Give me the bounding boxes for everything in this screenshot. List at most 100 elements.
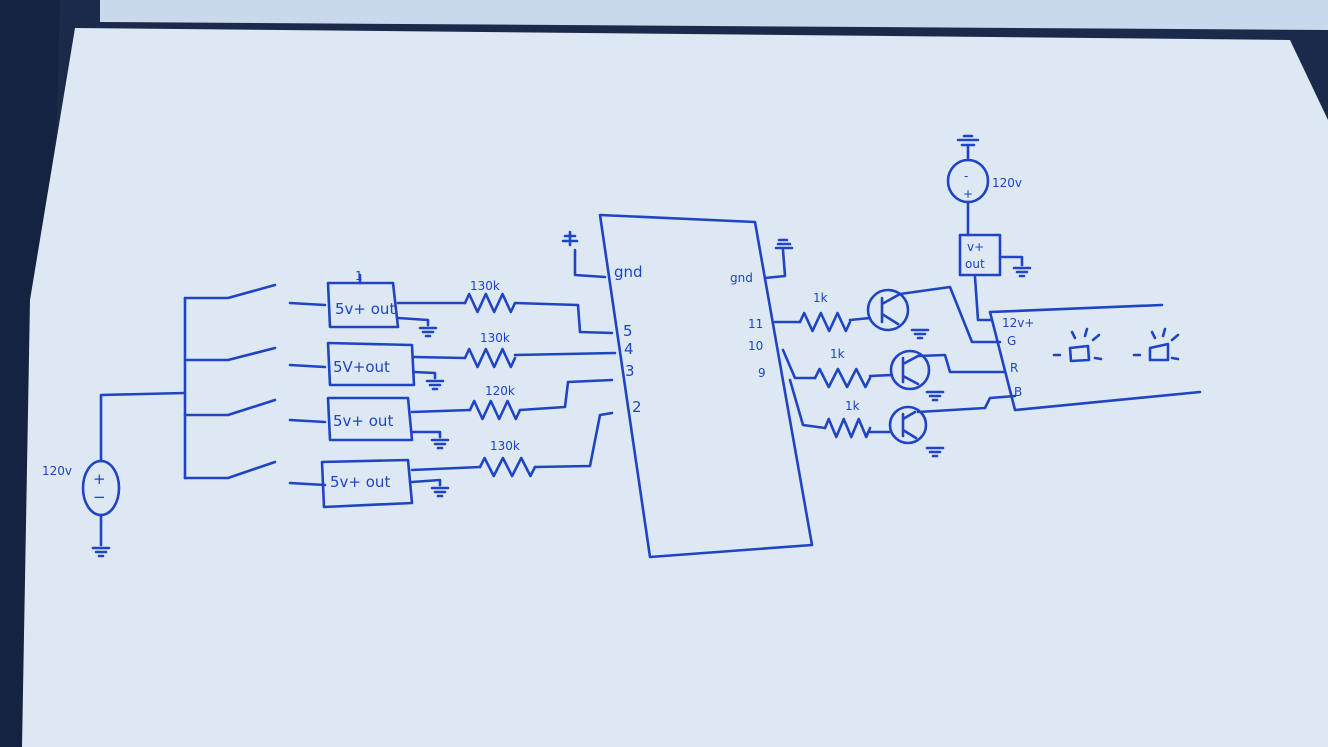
wire	[410, 408, 472, 414]
out-resistor-3-label: 1k	[845, 399, 860, 413]
collector-g-wire	[898, 285, 1002, 344]
ic-pin-5: 5	[623, 322, 633, 340]
main-source-label: 120v	[42, 464, 72, 478]
ic-pin-3: 3	[625, 362, 635, 380]
resistor-1k-1	[798, 311, 852, 333]
source-plus-sign: +	[93, 470, 106, 488]
regulator-1-label: 5v+ out	[335, 300, 395, 318]
regulator-gnd-wire-2	[412, 370, 437, 380]
switch-4	[183, 460, 327, 487]
paper-sheet	[22, 28, 1328, 747]
ground-symbol	[910, 328, 930, 340]
led-strip-pin-g: G	[1007, 334, 1016, 348]
led-regulator-line2: out	[965, 257, 985, 271]
resistor-130k-4	[478, 456, 537, 478]
transistor-leads	[901, 354, 920, 386]
ground-symbol	[925, 390, 945, 402]
collector-b-wire	[916, 394, 1017, 414]
switch-2	[183, 346, 327, 369]
led-chip-2	[1148, 342, 1170, 362]
transistor-green	[866, 288, 910, 332]
ic-pin-2: 2	[632, 398, 642, 416]
led-1-glow	[1052, 327, 1103, 361]
wire	[513, 301, 614, 335]
transistor-leads	[880, 292, 902, 326]
regulator-box-3	[326, 396, 414, 442]
regulator-3-label: 5v+ out	[333, 412, 393, 430]
led-chip-1	[1068, 344, 1091, 363]
source-wire	[99, 391, 187, 463]
led-source-ground	[956, 134, 980, 162]
resistor-4-label: 130k	[490, 439, 520, 453]
resistor-130k-2	[463, 347, 517, 369]
resistor-1k-3	[823, 417, 872, 439]
led-source-label: 120v	[992, 176, 1022, 190]
regulator-4-label: 5v+ out	[330, 473, 390, 491]
wire	[998, 255, 1024, 267]
ic-gnd-wire-left	[573, 248, 607, 279]
ground-symbol	[561, 230, 579, 247]
led-regulator-line1: v+	[967, 240, 984, 254]
led-strip-pin-b: B	[1014, 385, 1022, 399]
resistor-1-label: 130k	[470, 279, 500, 293]
out-resistor-2-label: 1k	[830, 347, 845, 361]
wire	[848, 316, 872, 322]
ic-pin-4: 4	[624, 340, 634, 358]
ic-gnd-left-label: gnd	[614, 263, 643, 281]
led-strip-supply-label: 12v+	[1002, 316, 1034, 330]
wire	[533, 411, 614, 469]
microcontroller-ic	[598, 213, 814, 559]
wires	[91, 134, 1202, 559]
wire	[513, 351, 617, 357]
led-regulator-box	[958, 233, 1002, 277]
wire	[868, 373, 894, 378]
ground-symbol	[430, 486, 450, 498]
wire	[781, 348, 817, 380]
out-resistor-1-label: 1k	[813, 291, 828, 305]
wire	[788, 378, 827, 430]
ground-symbol	[418, 326, 438, 338]
regulator-gnd-wire-4	[410, 478, 442, 487]
regulator-2-label: 5V+out	[333, 358, 390, 376]
wire	[410, 465, 482, 472]
ic-gnd-wire-right	[763, 248, 787, 280]
source-minus-sign: −	[93, 488, 106, 506]
ic-pin-9: 9	[758, 366, 766, 380]
led-supply-wire	[973, 275, 992, 322]
regulator-gnd-wire-1	[396, 316, 430, 327]
led-voltage-source	[946, 158, 990, 204]
ic-gnd-right-label: gnd	[730, 271, 753, 285]
resistor-120k	[468, 399, 522, 421]
ic-pin-11: 11	[748, 317, 763, 331]
regulator-gnd-wire-3	[410, 430, 442, 439]
transistor-red	[889, 349, 931, 391]
main-voltage-source	[81, 459, 121, 517]
ground-symbol	[425, 379, 445, 391]
led-source-minus: -	[964, 169, 968, 183]
ic-pin-10: 10	[748, 339, 763, 353]
ground-symbol	[925, 446, 945, 458]
resistor-2-label: 130k	[480, 331, 510, 345]
switch-1	[183, 283, 327, 307]
ground-symbol	[1012, 266, 1032, 278]
ground-symbol	[91, 546, 111, 558]
regulator-box-2	[326, 341, 416, 387]
back-page	[100, 0, 1328, 30]
regulator-box-1	[326, 281, 400, 329]
wire	[518, 378, 614, 412]
led-source-plus: +	[963, 187, 973, 201]
transistor-blue	[888, 405, 928, 445]
led-strip-outline	[988, 303, 1202, 412]
resistor-3-label: 120k	[485, 384, 515, 398]
resistor-1k-2	[813, 367, 872, 389]
led-2-glow	[1132, 327, 1180, 361]
regulator-1-note: 1	[355, 269, 363, 283]
wire	[412, 355, 467, 360]
transistor-leads	[901, 410, 918, 440]
led-strip-pin-r: R	[1010, 361, 1018, 375]
ground-symbol	[774, 238, 794, 250]
ground-symbol	[430, 438, 450, 450]
switch-3	[183, 398, 327, 424]
resistor-130k-1	[463, 292, 517, 314]
